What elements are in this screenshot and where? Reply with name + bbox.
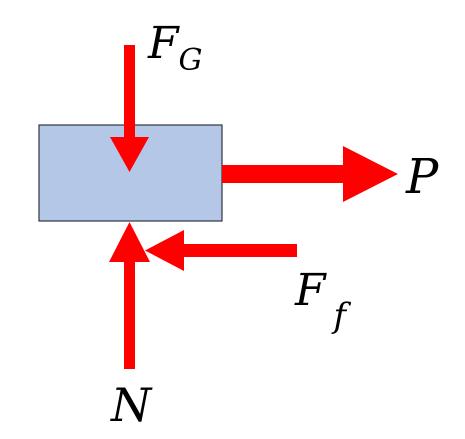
push-label-symbol: P	[405, 149, 439, 205]
push-arrow-shaft	[222, 165, 347, 183]
gravity-arrow	[110, 45, 149, 172]
normal-arrow	[109, 222, 150, 369]
push-arrow-head	[343, 146, 398, 202]
push-arrow	[222, 146, 398, 202]
friction-arrow-shaft	[180, 244, 297, 257]
gravity-arrow-shaft	[124, 45, 135, 142]
normal-label: N	[110, 378, 153, 432]
gravity-label-symbol: F	[147, 18, 180, 69]
gravity-label: FG	[147, 18, 203, 78]
friction-arrow-head	[145, 230, 184, 271]
friction-label-symbol: F	[294, 265, 327, 316]
normal-label-symbol: N	[110, 378, 153, 432]
push-label: P	[405, 149, 439, 205]
gravity-arrow-head	[110, 137, 149, 172]
gravity-label-subscript: G	[179, 43, 203, 78]
friction-label-subscript: f	[331, 296, 352, 336]
friction-arrow	[145, 230, 297, 271]
normal-arrow-head	[109, 222, 150, 262]
normal-arrow-shaft	[124, 256, 135, 369]
